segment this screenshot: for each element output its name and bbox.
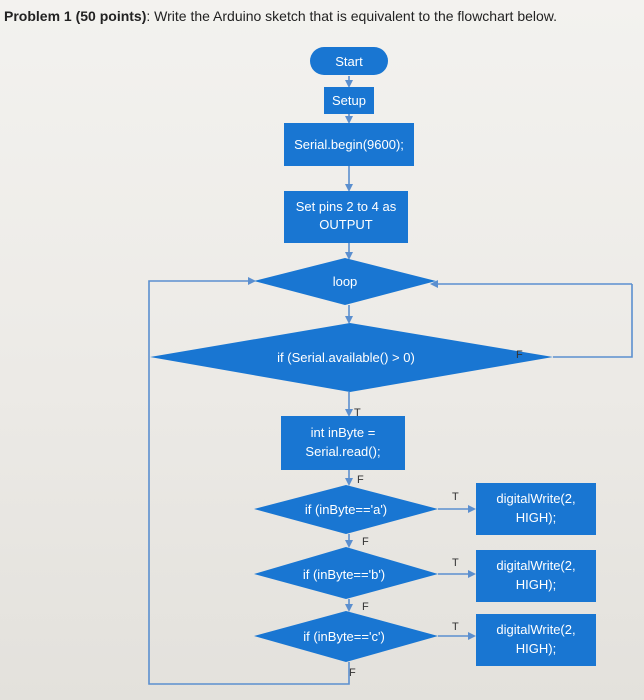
node-read: int inByte = Serial.read();: [281, 416, 405, 470]
node-write-b-line1: digitalWrite(2,: [496, 558, 575, 573]
node-start: Start: [310, 47, 388, 75]
node-write-b: digitalWrite(2, HIGH);: [476, 550, 596, 602]
edge-left-loop: [148, 277, 350, 685]
label-read-to-a: F: [357, 474, 364, 486]
problem-statement: Problem 1 (50 points): Write the Arduino…: [4, 8, 640, 24]
node-if-available: if (Serial.available() > 0): [150, 323, 553, 392]
node-write-a-line1: digitalWrite(2,: [496, 491, 575, 506]
problem-number: Problem 1: [4, 8, 72, 24]
node-serial-begin-label: Serial.begin(9600);: [294, 137, 404, 152]
problem-text: : Write the Arduino sketch that is equiv…: [146, 8, 558, 24]
node-set-pins: Set pins 2 to 4 as OUTPUT: [284, 191, 408, 243]
node-loop-label: loop: [333, 274, 358, 289]
node-set-pins-line1: Set pins 2 to 4 as: [296, 199, 397, 214]
node-read-line1: int inByte =: [311, 425, 376, 440]
node-write-c-line1: digitalWrite(2,: [496, 622, 575, 637]
node-write-a-line2: HIGH);: [516, 510, 556, 525]
node-write-c-line2: HIGH);: [516, 641, 556, 656]
node-if-available-label: if (Serial.available() > 0): [277, 350, 415, 365]
node-write-b-line2: HIGH);: [516, 577, 556, 592]
label-a-false: F: [362, 536, 369, 548]
problem-points: (50 points): [75, 8, 147, 24]
label-c-true: T: [452, 621, 459, 633]
node-set-pins-line2: OUTPUT: [319, 217, 373, 232]
node-start-label: Start: [335, 54, 363, 69]
node-write-a: digitalWrite(2, HIGH);: [476, 483, 596, 535]
node-if-c-label: if (inByte=='c'): [303, 629, 385, 644]
node-serial-begin: Serial.begin(9600);: [284, 123, 414, 166]
label-b-true: T: [452, 557, 459, 569]
flow-edges: [148, 76, 633, 685]
node-if-a-label: if (inByte=='a'): [305, 502, 387, 517]
label-available-true: T: [354, 407, 361, 419]
label-available-false: F: [516, 349, 523, 361]
node-setup: Setup: [324, 87, 374, 114]
node-setup-label: Setup: [332, 93, 366, 108]
node-if-a: if (inByte=='a'): [254, 485, 438, 534]
node-loop: loop: [254, 258, 436, 305]
node-if-b-label: if (inByte=='b'): [303, 567, 385, 582]
node-if-b: if (inByte=='b'): [254, 547, 438, 599]
label-b-false: F: [362, 601, 369, 613]
label-c-false: F: [349, 667, 356, 679]
node-if-c: if (inByte=='c'): [254, 611, 438, 662]
node-read-line2: Serial.read();: [305, 444, 380, 459]
label-a-true: T: [452, 491, 459, 503]
edge-available-false: [553, 284, 633, 358]
node-write-c: digitalWrite(2, HIGH);: [476, 614, 596, 666]
